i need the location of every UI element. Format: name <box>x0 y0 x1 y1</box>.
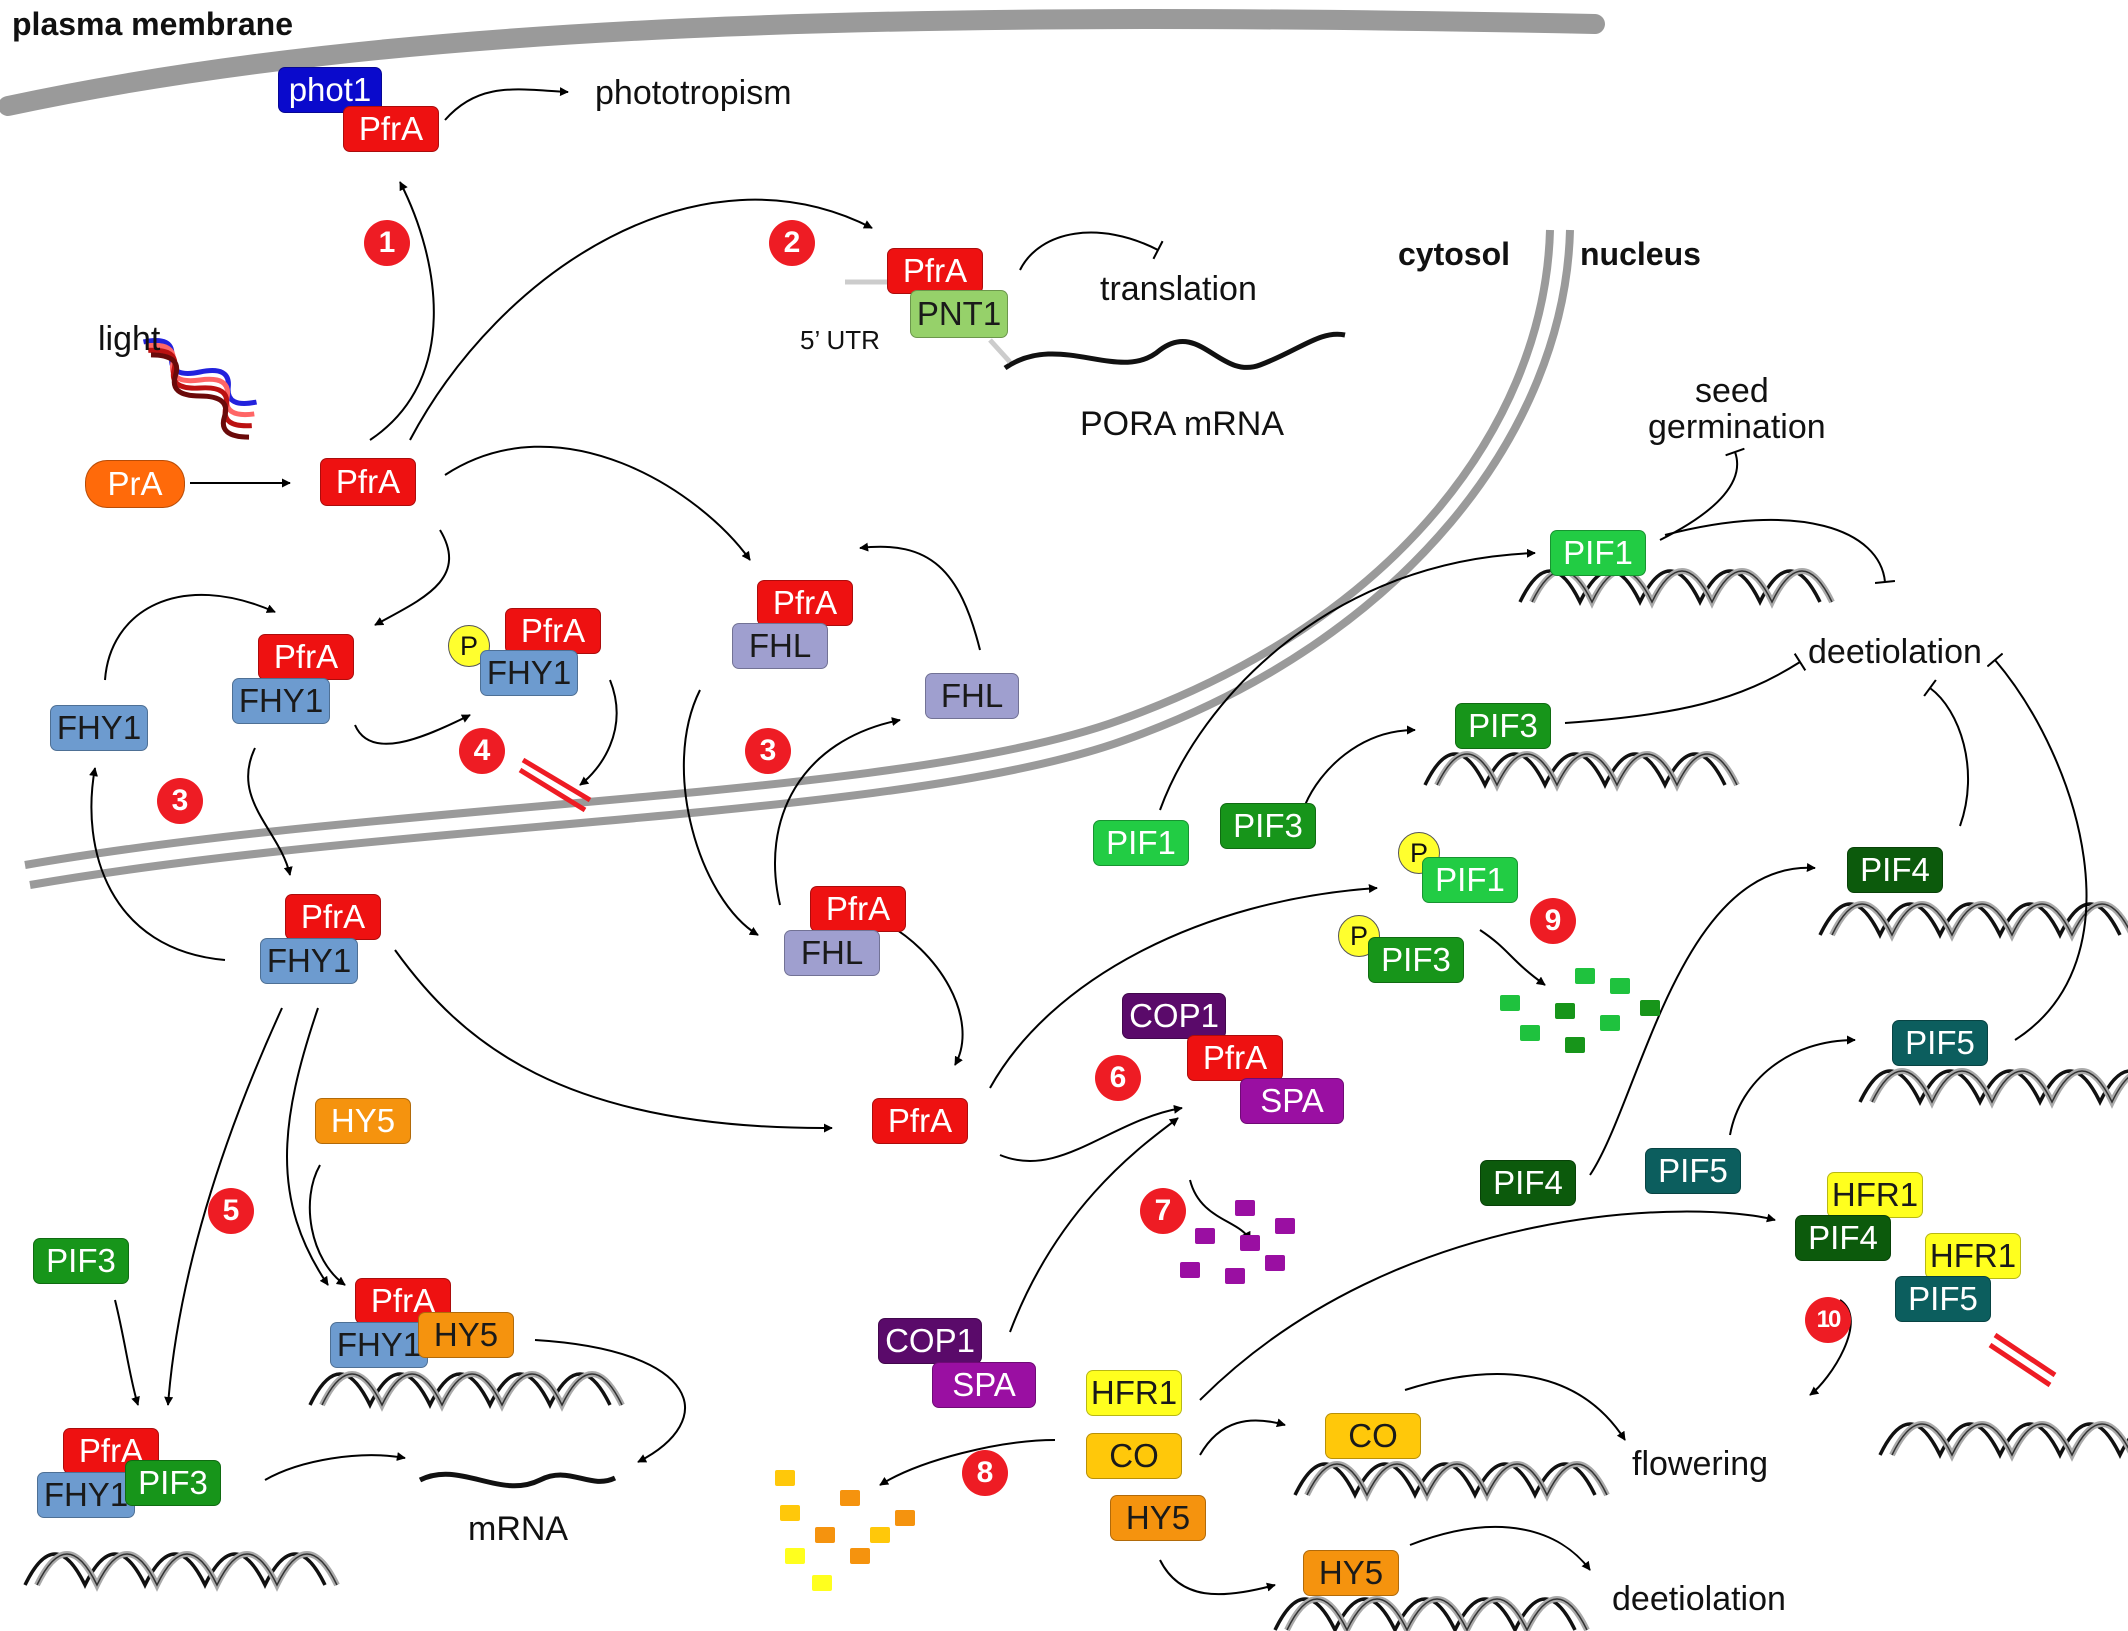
step-3-marker-right: 3 <box>745 728 791 774</box>
fhy1-cytosol-complex-box: FHY1 <box>232 678 330 724</box>
blocked-markers <box>518 757 2057 1388</box>
pfra-cop1-box: PfrA <box>1187 1035 1283 1081</box>
step-7-marker: 7 <box>1140 1188 1186 1234</box>
nuclear-envelope <box>24 229 1574 889</box>
pfra-pnt1-box: PfrA <box>887 248 983 294</box>
hy5-dna-box: HY5 <box>1303 1550 1399 1596</box>
pif1-phospho-box: PIF1 <box>1422 857 1518 903</box>
pif3-phospho-box: PIF3 <box>1368 937 1464 983</box>
pfra-fhl-cytosol-box: PfrA <box>757 580 853 626</box>
nucleus-label: nucleus <box>1580 236 1701 272</box>
pfra-fhy1-cytosol-box: PfrA <box>258 634 354 680</box>
degraded-pif <box>1500 968 1660 1053</box>
step-6-marker: 6 <box>1095 1055 1141 1101</box>
step-9-marker: 9 <box>1530 898 1576 944</box>
spa-free-box: SPA <box>932 1362 1036 1408</box>
pora-mrna-label: PORA mRNA <box>1080 405 1285 443</box>
phototropism-label: phototropism <box>595 74 792 112</box>
deetiolation-bottom-label: deetiolation <box>1612 1580 1786 1618</box>
mrna-label: mRNA <box>468 1510 569 1548</box>
translation-label: translation <box>1100 270 1257 308</box>
step-10-marker: 10 <box>1805 1297 1851 1343</box>
utr-label: 5’ UTR <box>800 325 880 355</box>
hy5-free-box: HY5 <box>315 1098 411 1144</box>
phospho-fhy1: P <box>448 625 490 667</box>
step-5-marker: 5 <box>208 1188 254 1234</box>
pif3-free-cytosol-box: PIF3 <box>33 1238 129 1284</box>
pfra-fhy1-nucleus-box: PfrA <box>285 894 381 940</box>
degraded-factors <box>775 1470 915 1591</box>
pif4-dna-box: PIF4 <box>1847 847 1943 893</box>
fhl-nucleus-box: FHL <box>784 930 880 976</box>
pif1-dna-box: PIF1 <box>1550 530 1646 576</box>
co-free-box: CO <box>1086 1433 1182 1479</box>
fhy1-nucleus-box: FHY1 <box>260 938 358 984</box>
pif3-dna-box: PIF3 <box>1455 703 1551 749</box>
pif4-hfr1-box: PIF4 <box>1795 1215 1891 1261</box>
pnt1-box: PNT1 <box>910 290 1008 338</box>
plasma-membrane <box>0 9 1605 116</box>
hy5-nucleus-free-box: HY5 <box>1110 1495 1206 1541</box>
cop1-complex-box: COP1 <box>1122 993 1226 1039</box>
fhl-free-box: FHL <box>925 673 1019 719</box>
pfra-cytosol-box: PfrA <box>320 458 416 506</box>
pfra-fhl-nucleus-box: PfrA <box>810 886 906 932</box>
mrna-line <box>418 1471 617 1489</box>
degraded-cop1-complex <box>1180 1200 1295 1284</box>
pra-box: PrA <box>85 460 185 508</box>
pora-mrna-line <box>1003 331 1346 371</box>
cytosol-label: cytosol <box>1398 236 1511 272</box>
flowering-label: flowering <box>1632 1445 1769 1483</box>
inhibition-lines <box>1019 231 2088 1041</box>
pfra-nucleus-free-box: PfrA <box>872 1098 968 1144</box>
step-2-marker: 2 <box>769 220 815 266</box>
fhy1-pif3-complex-box: FHY1 <box>37 1472 135 1518</box>
co-dna-box: CO <box>1325 1413 1421 1459</box>
pfra-phospho-box: PfrA <box>505 608 601 654</box>
hfr1-pif4-box: HFR1 <box>1827 1172 1923 1218</box>
arrows <box>89 87 1856 1596</box>
plasma-membrane-label: plasma membrane <box>12 6 294 42</box>
pif1-free-box: PIF1 <box>1093 820 1189 866</box>
pif4-free-box: PIF4 <box>1480 1160 1576 1206</box>
fhy1-phospho-box: FHY1 <box>480 650 578 696</box>
step-8-marker: 8 <box>962 1450 1008 1496</box>
pif5-hfr1-box: PIF5 <box>1895 1276 1991 1322</box>
light-label: light <box>98 320 161 358</box>
pif3-free-box: PIF3 <box>1220 803 1316 849</box>
step-1-marker: 1 <box>364 220 410 266</box>
seed-label: seed <box>1695 372 1769 410</box>
hfr1-pif5-box: HFR1 <box>1925 1233 2021 1279</box>
spa-complex-box: SPA <box>1240 1078 1344 1124</box>
pfra-membrane-box: PfrA <box>343 106 439 152</box>
fhl-cytosol-complex-box: FHL <box>732 623 828 669</box>
phot1-box: phot1 <box>278 67 382 113</box>
step-3-marker-left: 3 <box>157 778 203 824</box>
fhy1-hy5-complex-box: FHY1 <box>330 1322 428 1368</box>
deetiolation-top-label: deetiolation <box>1808 633 1982 671</box>
pif5-free-box: PIF5 <box>1645 1148 1741 1194</box>
cop1-free-box: COP1 <box>878 1318 982 1364</box>
hfr1-free-box: HFR1 <box>1086 1370 1182 1416</box>
step-4-marker: 4 <box>459 728 505 774</box>
light-wave <box>142 337 258 440</box>
germination-label: germination <box>1648 408 1826 446</box>
pif5-dna-box: PIF5 <box>1892 1020 1988 1066</box>
fhy1-free-box: FHY1 <box>50 705 148 751</box>
hy5-complex-box: HY5 <box>418 1312 514 1358</box>
pif3-complex-box: PIF3 <box>125 1460 221 1506</box>
